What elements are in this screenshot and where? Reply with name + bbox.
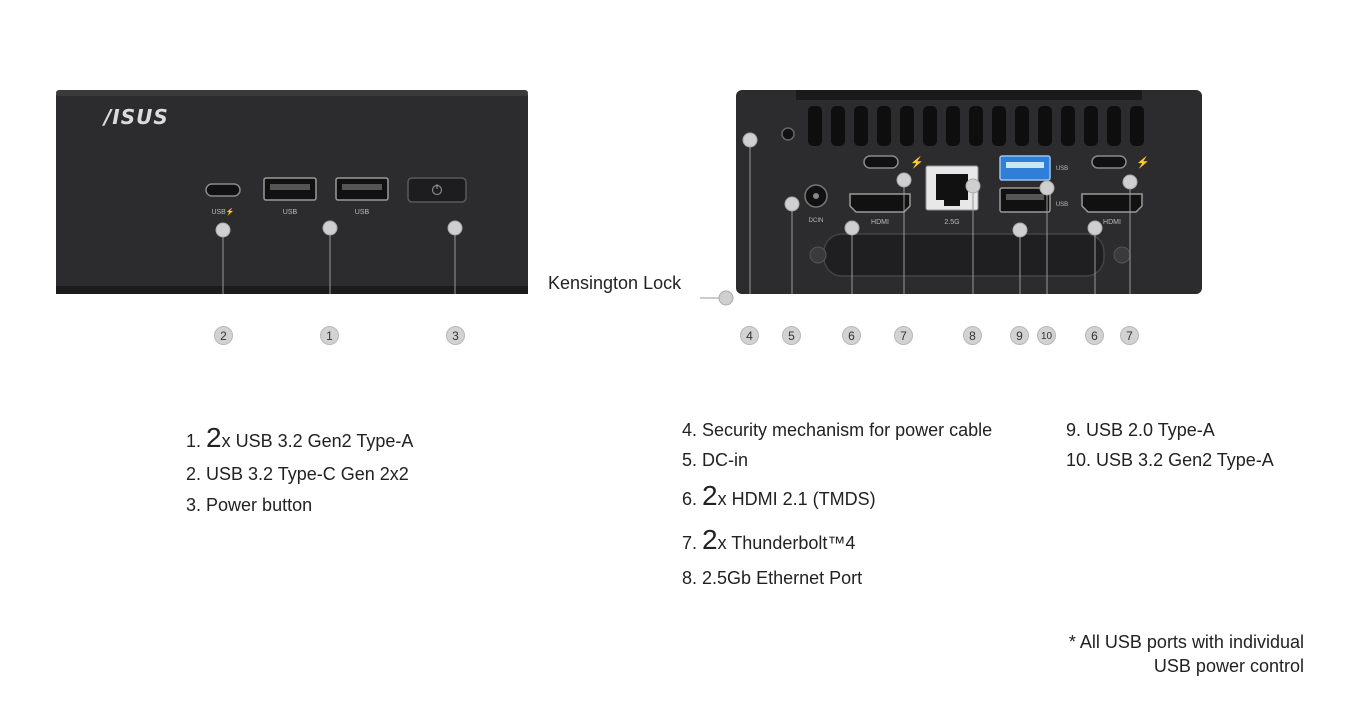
callout-badge: 6 — [842, 326, 861, 345]
callout-badge: 2 — [214, 326, 233, 345]
cover-screw-left — [809, 246, 827, 264]
ethernet-label: 2.5G — [944, 219, 959, 226]
vent-slot — [1107, 106, 1121, 146]
front-view-diagram: /ISUS USB⚡ USB USB — [56, 90, 528, 294]
front-chassis-top-edge — [56, 90, 528, 96]
callout-badge: 5 — [782, 326, 801, 345]
callout-badge: 8 — [963, 326, 982, 345]
front-usb-c-label: USB⚡ — [211, 207, 234, 216]
callout-badge: 3 — [446, 326, 465, 345]
dcin-label: DCIN — [809, 218, 824, 224]
front-usb-c-port: USB⚡ — [205, 183, 241, 216]
vent-slot — [1061, 106, 1075, 146]
legend-item-8: 8. 2.5Gb Ethernet Port — [682, 568, 863, 588]
callout-badge: 10 — [1037, 326, 1056, 345]
vent-slot — [946, 106, 960, 146]
rear-thunderbolt-port-right: ⚡ — [1091, 155, 1150, 169]
legend-item-7: 7. 2x Thunderbolt™4 — [682, 524, 856, 555]
legend-item-3: 3. Power button — [186, 495, 313, 515]
hdmi-right-label: HDMI — [1103, 219, 1121, 226]
rear-usb-lower-port: USB — [999, 187, 1068, 213]
callout-badge: 7 — [1120, 326, 1139, 345]
legend-rear-b: 9. USB 2.0 Type-A 10. USB 3.2 Gen2 Type-… — [1066, 420, 1316, 480]
rear-hdmi-port-right: HDMI — [1081, 193, 1143, 226]
vent-slot — [808, 106, 822, 146]
front-usb-a-label-2: USB — [355, 209, 370, 216]
legend-item-2: 2. USB 3.2 Type-C Gen 2x2 — [186, 464, 409, 484]
legend-item-5: 5. DC-in — [682, 450, 749, 470]
rear-vents — [808, 106, 1144, 146]
note-line-1: * All USB ports with individual — [1068, 632, 1304, 652]
usb-lower-label: USB — [1056, 202, 1068, 208]
vent-slot — [1130, 106, 1144, 146]
front-usb-a-port-2: USB — [335, 177, 389, 216]
rear-ethernet-port: 2.5G — [925, 165, 979, 226]
rear-top-edge — [796, 90, 1142, 100]
vent-slot — [923, 106, 937, 146]
callout-dot-2 — [215, 222, 231, 238]
vent-slot — [969, 106, 983, 146]
callout-badge: 9 — [1010, 326, 1029, 345]
rear-view-diagram: DCIN ⚡ ⚡ HDMI HDMI 2.5G USB USB — [736, 90, 1202, 294]
asus-logo: /ISUS — [102, 105, 169, 129]
kensington-pointer — [700, 290, 734, 306]
callout-dot-3 — [447, 220, 463, 236]
legend-rear-a: 4. Security mechanism for power cable 5.… — [682, 420, 1052, 600]
rear-cover-plate — [823, 233, 1105, 277]
vent-slot — [1038, 106, 1052, 146]
legend-front: 1. 2x USB 3.2 Gen2 Type-A 2. USB 3.2 Typ… — [186, 424, 486, 524]
vent-slot — [877, 106, 891, 146]
vent-slot — [1084, 106, 1098, 146]
rear-dc-in: DCIN — [804, 184, 828, 224]
usb-power-note: * All USB ports with individual USB powe… — [1069, 630, 1304, 678]
note-line-2: USB power control — [1153, 656, 1304, 676]
kensington-slot — [781, 127, 795, 141]
hdmi-left-label: HDMI — [871, 219, 889, 226]
vent-slot — [1015, 106, 1029, 146]
callout-badge: 1 — [320, 326, 339, 345]
vent-slot — [831, 106, 845, 146]
rear-thunderbolt-port-left: ⚡ — [863, 155, 924, 169]
front-power-button — [407, 177, 467, 203]
vent-slot — [854, 106, 868, 146]
callout-dot-1 — [322, 220, 338, 236]
legend-item-10: 10. USB 3.2 Gen2 Type-A — [1066, 450, 1274, 470]
front-usb-a-port-1: USB — [263, 177, 317, 216]
rear-usb-upper-port: USB — [999, 155, 1068, 181]
thunderbolt-icon: ⚡ — [1136, 156, 1150, 169]
usb-upper-label: USB — [1056, 166, 1068, 172]
callout-badge: 4 — [740, 326, 759, 345]
vent-slot — [900, 106, 914, 146]
legend-item-4: 4. Security mechanism for power cable — [682, 420, 993, 440]
front-usb-a-label-1: USB — [283, 209, 298, 216]
callout-badge: 7 — [894, 326, 913, 345]
kensington-lock-label: Kensington Lock — [548, 273, 682, 293]
legend-item-9: 9. USB 2.0 Type-A — [1066, 420, 1215, 440]
cover-screw-right — [1113, 246, 1131, 264]
thunderbolt-icon: ⚡ — [910, 156, 924, 169]
front-chassis-bottom-edge — [56, 286, 528, 294]
legend-item-1: 1. 2x USB 3.2 Gen2 Type-A — [186, 422, 414, 453]
callout-badge: 6 — [1085, 326, 1104, 345]
vent-slot — [992, 106, 1006, 146]
legend-item-6: 6. 2x HDMI 2.1 (TMDS) — [682, 480, 876, 511]
